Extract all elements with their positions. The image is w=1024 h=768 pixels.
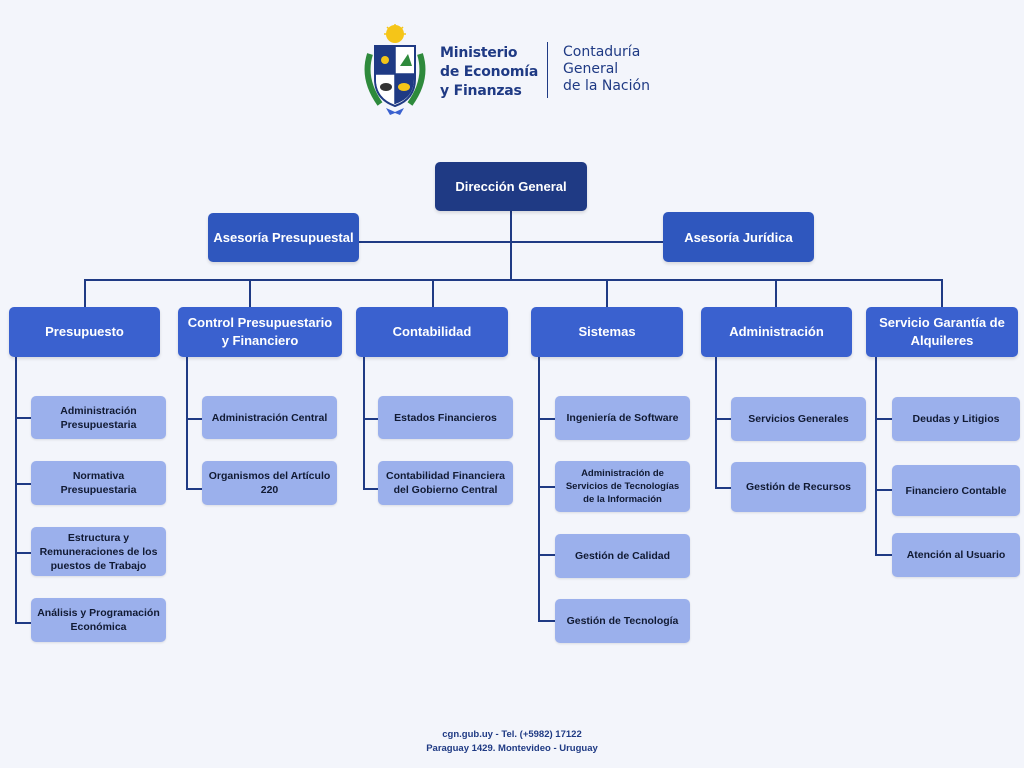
ministry-line-3: y Finanzas: [440, 83, 522, 99]
connector-advisory: [358, 241, 664, 243]
connector-dept-garantia: [941, 279, 943, 309]
unit-label: Contabilidad Financiera del Gobierno Cen…: [385, 470, 506, 496]
unit-tick: [15, 622, 32, 624]
unit-label: Estados Financieros: [394, 411, 497, 424]
unit-label: Estructura y Remuneraciones de los puest…: [39, 531, 158, 572]
direccion-general-label: Dirección General: [455, 179, 567, 194]
unit-tick: [186, 488, 203, 490]
department-label: Contabilidad: [392, 324, 472, 339]
unit-box[interactable]: Deudas y Litigios: [892, 397, 1020, 441]
unit-box[interactable]: Normativa Presupuestaria: [31, 461, 166, 505]
unit-spine: [186, 357, 188, 489]
department-servicio-garantia-alquileres[interactable]: Servicio Garantía de Alquileres: [866, 307, 1018, 357]
cgn-line-1: Contaduría: [563, 44, 641, 60]
unit-tick: [363, 418, 379, 420]
unit-spine: [15, 357, 17, 623]
asesoria-presupuestal-box[interactable]: Asesoría Presupuestal: [208, 213, 359, 262]
footer-address: Paraguay 1429. Montevideo - Uruguay: [426, 743, 598, 754]
header: Ministerio de Economía y Finanzas Contad…: [360, 24, 680, 116]
connector-dept-sistemas: [606, 279, 608, 309]
unit-label: Deudas y Litigios: [912, 413, 1000, 425]
unit-label: Financiero Contable: [905, 484, 1007, 497]
unit-box[interactable]: Ingeniería de Software: [555, 396, 690, 440]
unit-label: Administración Central: [211, 411, 328, 424]
unit-tick: [538, 418, 555, 420]
unit-spine: [875, 357, 877, 555]
connector-dept-presupuesto: [84, 279, 86, 309]
connector-trunk: [510, 210, 512, 280]
department-label: Control Presupuestario y Financiero: [187, 315, 333, 348]
direccion-general-box[interactable]: Dirección General: [435, 162, 587, 211]
connector-dept-administracion: [775, 279, 777, 309]
ministry-line-2: de Economía: [440, 64, 539, 80]
unit-box[interactable]: Gestión de Tecnología: [555, 599, 690, 643]
department-label: Presupuesto: [45, 324, 124, 339]
unit-label: Organismos del Artículo 220: [208, 470, 331, 496]
unit-tick: [15, 483, 32, 485]
unit-spine: [363, 357, 365, 489]
ministry-line-1: Ministerio: [440, 45, 518, 61]
cgn-line-2: General: [563, 61, 619, 77]
department-sistemas[interactable]: Sistemas: [531, 307, 683, 357]
unit-label: Normativa Presupuestaria: [60, 470, 137, 496]
header-divider: [547, 42, 548, 98]
unit-tick: [538, 554, 555, 556]
unit-box[interactable]: Atención al Usuario: [892, 533, 1020, 577]
unit-box[interactable]: Administración Presupuestaria: [31, 396, 166, 439]
department-presupuesto[interactable]: Presupuesto: [9, 307, 160, 357]
asesoria-presupuestal-label: Asesoría Presupuestal: [213, 230, 354, 245]
unit-label: Servicios Generales: [748, 413, 849, 425]
unit-box[interactable]: Gestión de Recursos: [731, 462, 866, 512]
unit-label: Administración de Servicios de Tecnologí…: [565, 468, 680, 505]
unit-tick: [363, 488, 379, 490]
unit-label: Análisis y Programación Económica: [37, 607, 160, 633]
unit-label: Gestión de Recursos: [745, 481, 852, 493]
asesoria-juridica-label: Asesoría Jurídica: [684, 229, 793, 245]
unit-tick: [15, 417, 32, 419]
asesoria-juridica-box[interactable]: Asesoría Jurídica: [663, 212, 814, 262]
unit-box[interactable]: Administración de Servicios de Tecnologí…: [555, 461, 690, 512]
connector-dept-contabilidad: [432, 279, 434, 309]
connector-departments-bus: [84, 279, 942, 281]
unit-box[interactable]: Organismos del Artículo 220: [202, 461, 337, 505]
footer-contact: cgn.gub.uy - Tel. (+5982) 17122: [442, 729, 582, 740]
ministry-name: Ministerio de Economía y Finanzas: [440, 44, 538, 101]
unit-box[interactable]: Estados Financieros: [378, 396, 513, 439]
cgn-name: Contaduría General de la Nación: [563, 44, 650, 95]
unit-box[interactable]: Análisis y Programación Económica: [31, 598, 166, 642]
unit-box[interactable]: Servicios Generales: [731, 397, 866, 441]
cgn-line-3: de la Nación: [563, 78, 650, 94]
footer: cgn.gub.uy - Tel. (+5982) 17122 Paraguay…: [0, 728, 1024, 756]
unit-tick: [538, 486, 555, 488]
unit-box[interactable]: Gestión de Calidad: [555, 534, 690, 578]
unit-box[interactable]: Contabilidad Financiera del Gobierno Cen…: [378, 461, 513, 505]
unit-label: Atención al Usuario: [906, 549, 1006, 561]
unit-box[interactable]: Estructura y Remuneraciones de los puest…: [31, 527, 166, 576]
unit-box[interactable]: Financiero Contable: [892, 465, 1020, 516]
coat-of-arms-logo: [364, 24, 426, 115]
department-control-presupuestario[interactable]: Control Presupuestario y Financiero: [178, 307, 342, 357]
unit-tick: [715, 487, 732, 489]
department-label: Administración: [729, 324, 824, 339]
unit-tick: [875, 489, 893, 491]
unit-label: Ingeniería de Software: [566, 412, 679, 424]
department-contabilidad[interactable]: Contabilidad: [356, 307, 508, 357]
unit-label: Gestión de Tecnología: [566, 615, 679, 627]
department-label: Servicio Garantía de Alquileres: [879, 315, 1005, 348]
unit-box[interactable]: Administración Central: [202, 396, 337, 439]
unit-tick: [875, 418, 893, 420]
department-label: Sistemas: [578, 324, 636, 339]
unit-label: Administración Presupuestaria: [60, 404, 137, 431]
unit-spine: [715, 357, 717, 488]
unit-tick: [715, 418, 732, 420]
unit-tick: [186, 418, 203, 420]
connector-dept-control: [249, 279, 251, 309]
unit-tick: [875, 554, 893, 556]
unit-spine: [538, 357, 540, 621]
unit-label: Gestión de Calidad: [574, 550, 671, 562]
unit-tick: [15, 552, 32, 554]
unit-tick: [538, 620, 555, 622]
department-administracion[interactable]: Administración: [701, 307, 852, 357]
